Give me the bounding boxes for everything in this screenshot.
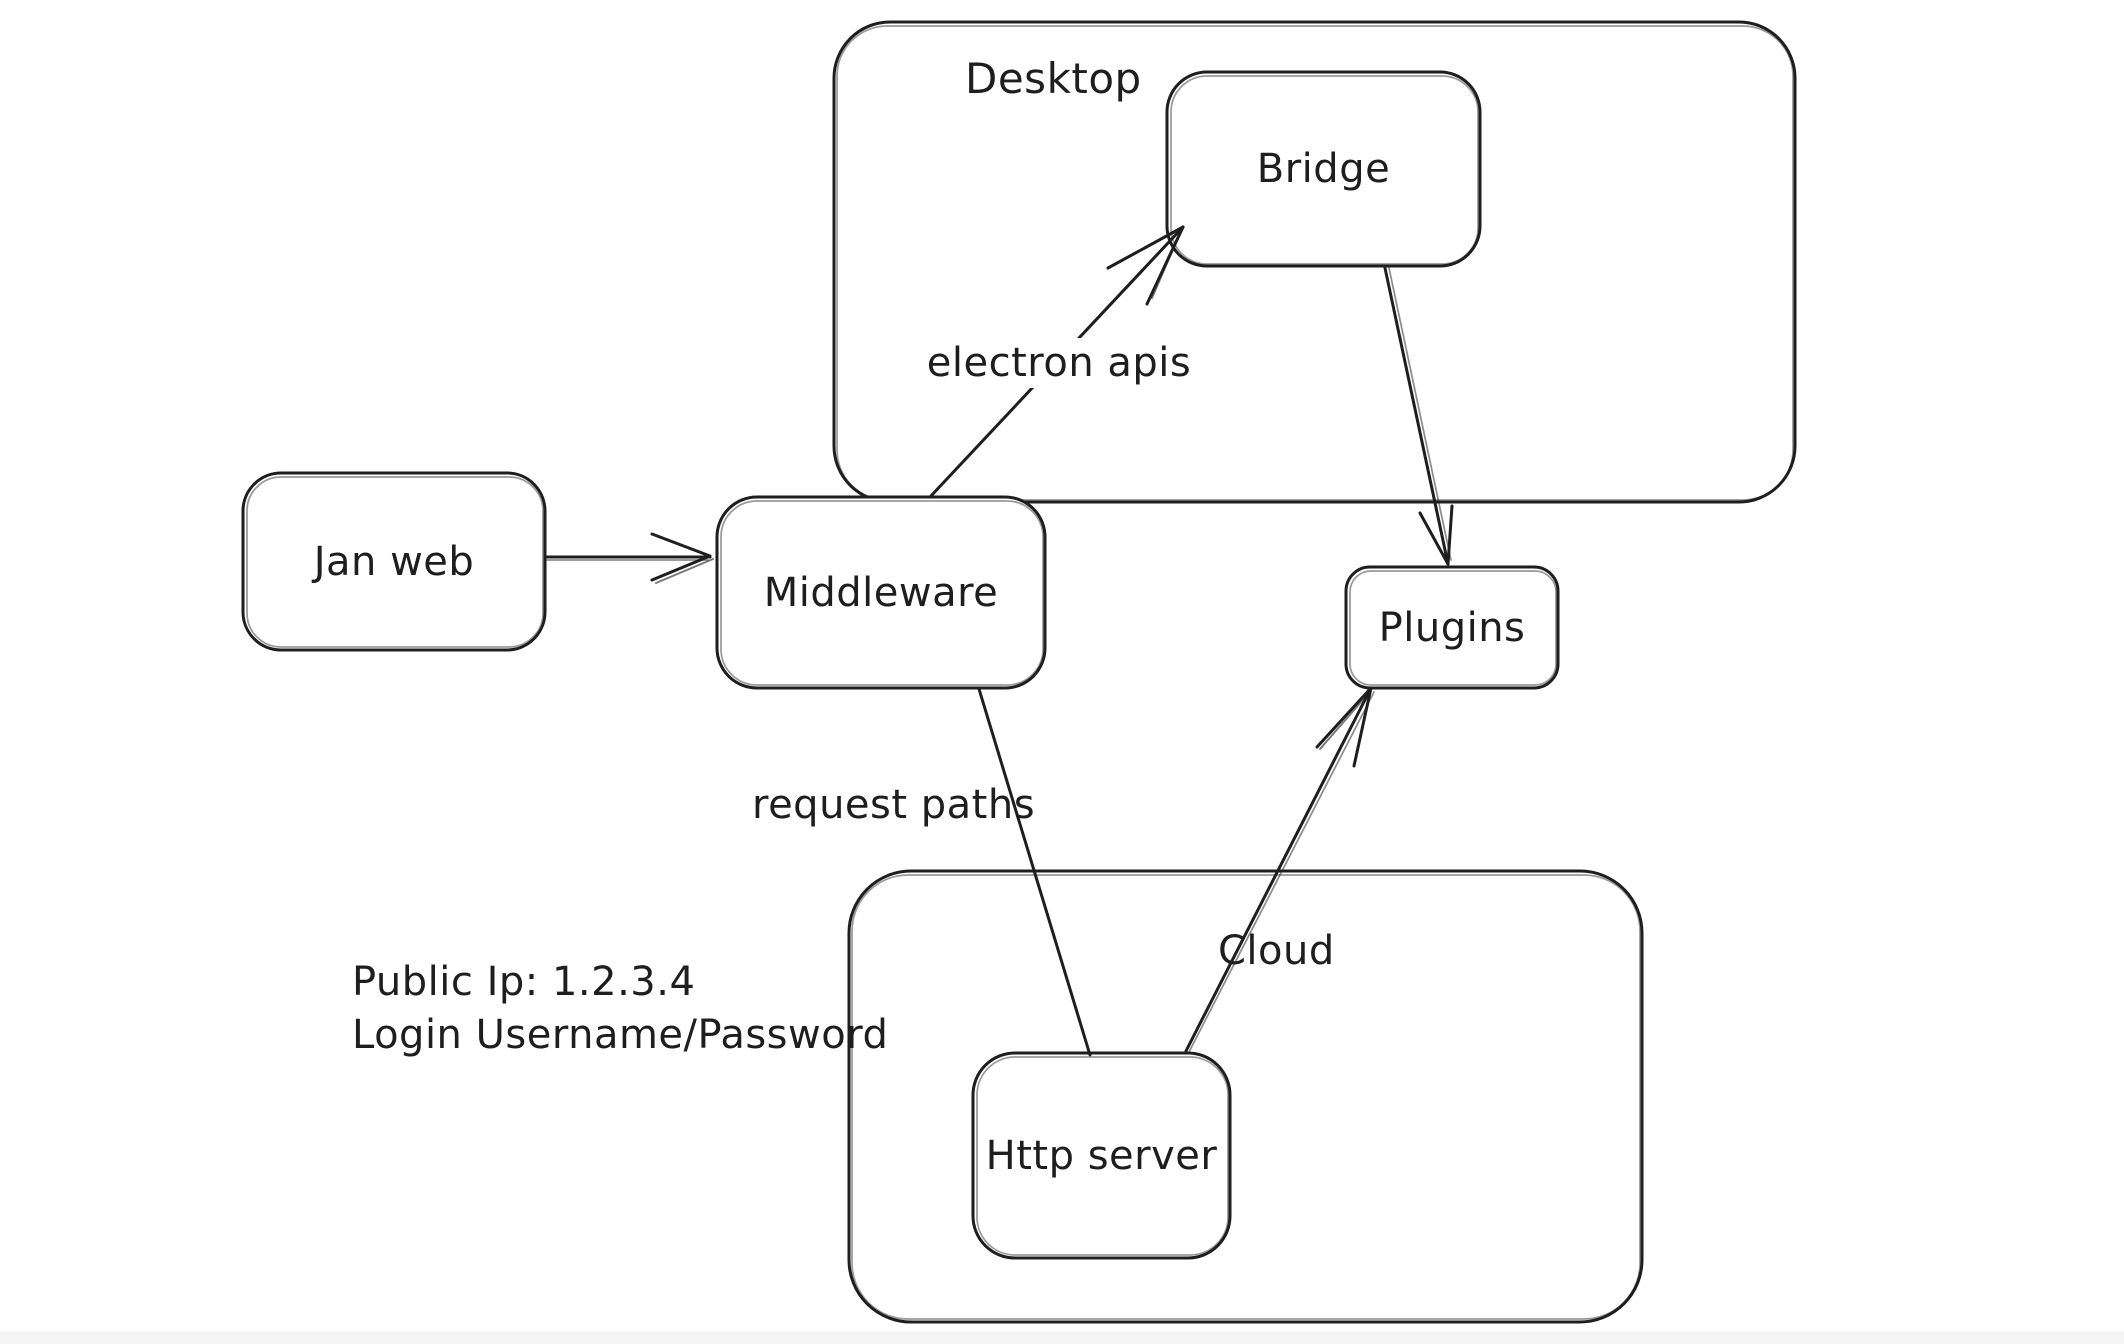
- desktop-container-sketch-stroke: [836, 25, 1794, 501]
- edge-middleware-to-httpserver: [977, 687, 1092, 1057]
- login-credentials-line: Login Username/Password: [352, 1011, 889, 1058]
- cloud-container-sketch-stroke: [851, 874, 1641, 1320]
- middleware-node-box: [715, 495, 1047, 690]
- middleware-node-label: Middleware: [763, 569, 999, 616]
- public-ip-line: Public Ip: 1.2.3.4: [352, 959, 696, 1005]
- middleware-node-sketch-stroke: [720, 500, 1044, 686]
- plugins-node-sketch-stroke: [1349, 570, 1557, 686]
- desktop-container-label: Desktop: [965, 54, 1142, 103]
- http-server-node-label: Http server: [985, 1132, 1218, 1179]
- http-server-node-box: [971, 1051, 1232, 1260]
- cloud-container-label: Cloud: [1218, 928, 1335, 974]
- canvas-bottom-edge: [0, 1331, 2124, 1344]
- public-ip-annotation: Public Ip: 1.2.3.4 Login Username/Passwo…: [352, 956, 888, 1062]
- jan-web-node-label: Jan web: [313, 538, 475, 585]
- bridge-node-box: [1165, 70, 1482, 268]
- jan-web-node-box: [241, 471, 547, 652]
- edge-label-request-paths: request paths: [752, 782, 1036, 828]
- edge-httpserver-to-plugins: [1184, 686, 1375, 1053]
- bridge-node-label: Bridge: [1256, 146, 1391, 192]
- arrowhead-plugins-top: [1446, 504, 1454, 566]
- edge-janweb-to-middleware: [544, 532, 714, 584]
- plugins-node-label: Plugins: [1378, 604, 1526, 651]
- plugins-node-box: [1344, 565, 1560, 690]
- http-server-node-sketch-stroke: [976, 1056, 1229, 1256]
- arrowhead-plugins-bottom: [1315, 686, 1373, 749]
- edge-label-electron-apis: electron apis: [918, 338, 1200, 388]
- jan-web-node-sketch-stroke: [246, 476, 544, 648]
- bridge-node-sketch-stroke: [1170, 75, 1479, 265]
- arrowhead-bridge: [1106, 225, 1185, 270]
- arrowhead-middleware: [650, 532, 712, 582]
- edge-bridge-to-plugins: [1383, 266, 1454, 566]
